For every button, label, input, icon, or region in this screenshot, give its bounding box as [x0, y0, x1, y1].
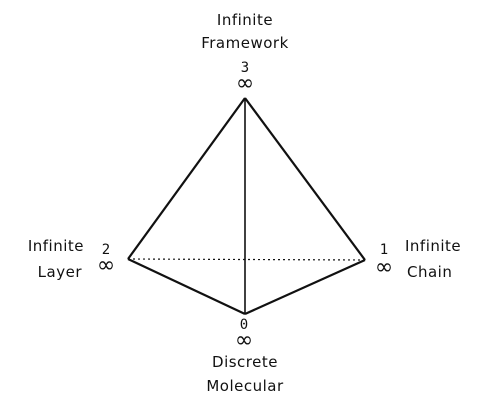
- vertex-right-label-line2: Chain: [407, 263, 453, 281]
- vertex-left-infinity-symbol: ∞: [96, 253, 116, 278]
- vertex-top-label-line1: Infinite: [216, 11, 274, 29]
- vertex-right-infinity-symbol: ∞: [374, 255, 394, 280]
- vertex-left-label-line2: Layer: [37, 263, 82, 281]
- vertex-bottom-label-line1: Discrete: [212, 353, 278, 371]
- vertex-right-label-line1: Infinite: [405, 237, 462, 255]
- vertex-bottom-label-line2: Molecular: [206, 377, 284, 395]
- vertex-top-label-line2: Framework: [201, 34, 289, 52]
- vertex-left-label-line1: Infinite: [27, 237, 84, 255]
- edge-left-bottom: [127, 258, 246, 315]
- edge-top-right: [244, 97, 366, 261]
- edge-top-left: [127, 97, 246, 260]
- vertex-bottom-infinity-symbol: ∞: [234, 328, 254, 353]
- edge-right-bottom: [244, 258, 366, 316]
- vertex-top-infinity-symbol: ∞: [235, 71, 255, 96]
- edge-left-right-hidden: [127, 258, 366, 261]
- vertex-right-index: 1: [379, 242, 389, 258]
- vertex-left-index: 2: [101, 242, 111, 258]
- vertex-bottom-index: 0: [239, 317, 249, 333]
- vertex-top-index: 3: [240, 60, 250, 76]
